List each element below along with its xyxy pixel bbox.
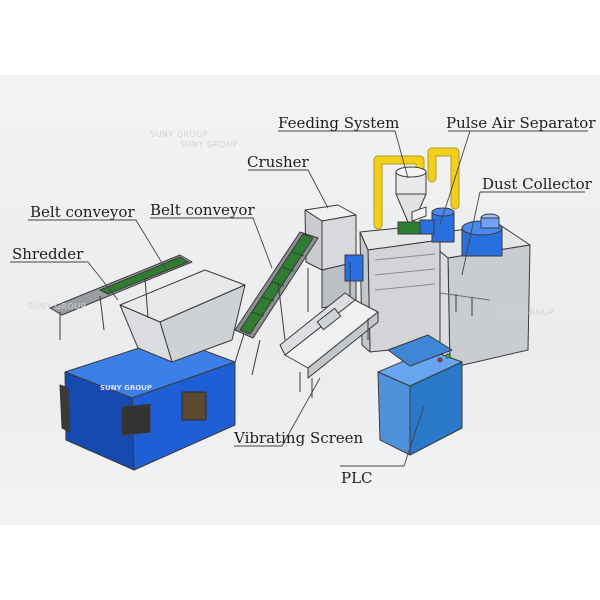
label-feeding-system: Feeding System [278,114,400,132]
label-crusher: Crusher [247,153,309,171]
vibrating-screen [279,292,379,398]
belt-conveyor-2 [229,231,319,379]
watermark-2: SUNY GROUP [180,140,239,149]
label-pulse-air-separator: Pulse Air Separator [446,114,596,132]
leader-lines [10,130,588,467]
crusher [304,204,364,312]
shredder [59,337,236,471]
watermark-1: SUNY GROUP [150,130,209,139]
label-vibrating-screen: Vibrating Screen [234,429,364,447]
label-plc: PLC [341,469,373,487]
shredder-hopper [119,269,246,363]
label-shredder: Shredder [12,245,84,263]
watermark-4: SUNY GROUP [28,302,87,311]
label-belt-conveyor-1: Belt conveyor [30,203,135,221]
watermark-3: SUNY GROUP [496,308,555,317]
brand-mark: SUNY GROUP [100,384,152,392]
belt-conveyor-1 [49,254,193,340]
label-dust-collector: Dust Collector [482,175,592,193]
plc-cabinet [377,206,463,456]
label-belt-conveyor-2: Belt conveyor [150,201,255,219]
cyclone [395,166,435,235]
pulse-air-separator [359,207,455,353]
